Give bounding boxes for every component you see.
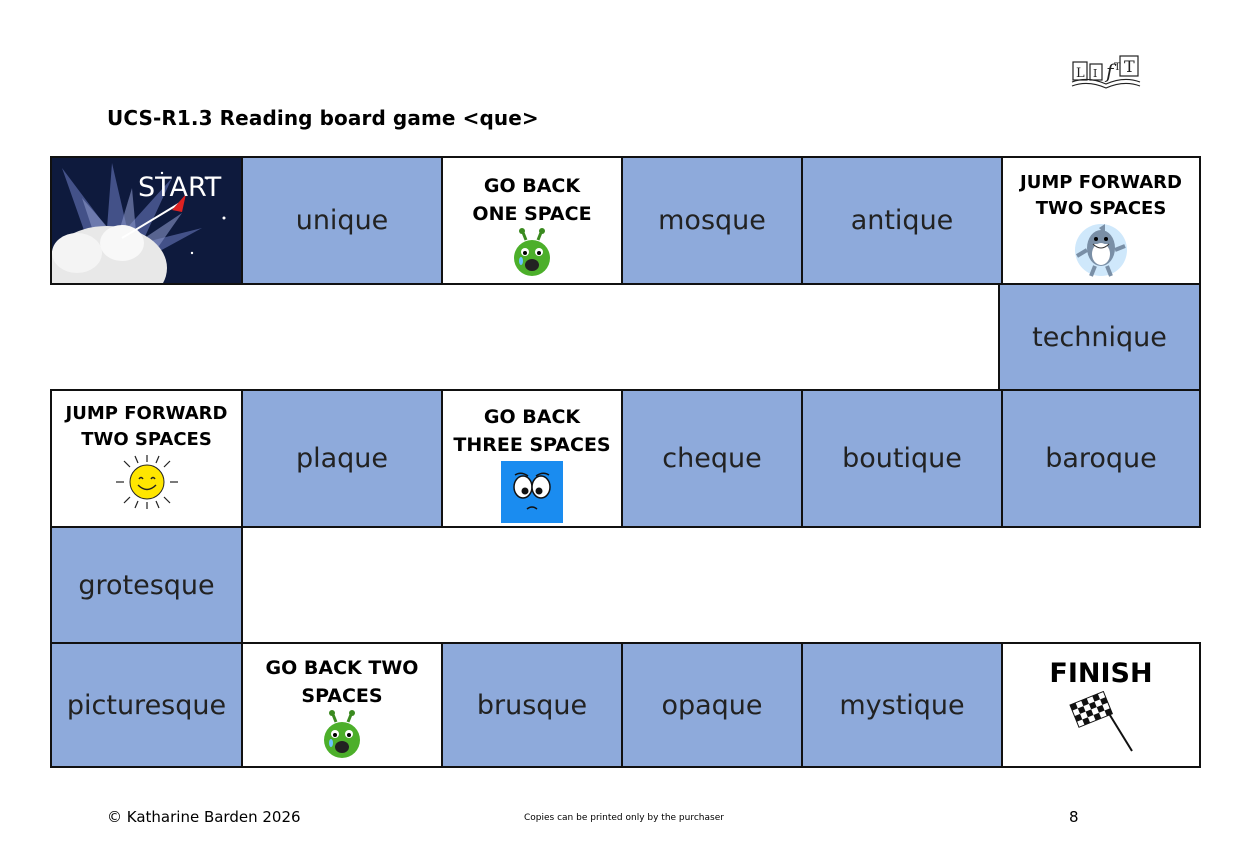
board-space-technique[interactable]: technique xyxy=(998,283,1201,391)
start-label: START xyxy=(138,172,222,203)
print-notice: Copies can be printed only by the purcha… xyxy=(524,813,724,823)
svg-text:I: I xyxy=(1093,67,1097,80)
space-word: picturesque xyxy=(66,689,227,721)
board-space-grotesque[interactable]: grotesque xyxy=(50,526,243,644)
page-number: 8 xyxy=(1069,808,1079,826)
start-space[interactable]: START xyxy=(52,158,243,283)
checkered-flag-icon xyxy=(1069,691,1133,752)
space-word: opaque xyxy=(661,689,763,721)
instruction-text: GO BACK TWO SPACES xyxy=(265,657,419,707)
board-space-plaque[interactable]: plaque xyxy=(243,391,443,526)
board-space-baroque[interactable]: baroque xyxy=(1003,391,1199,526)
space-word: grotesque xyxy=(78,569,215,601)
board-space-cheque[interactable]: cheque xyxy=(623,391,803,526)
space-word: baroque xyxy=(1045,443,1157,474)
rocket-launch-icon xyxy=(52,158,241,283)
board-space-go-back-three[interactable]: GO BACK THREE SPACES xyxy=(443,391,623,526)
space-word: boutique xyxy=(842,443,962,474)
space-word: unique xyxy=(295,205,389,236)
board-row-5: picturesque GO BACK TWO SPACES brusque xyxy=(50,642,1201,768)
space-word: mystique xyxy=(839,689,965,721)
instruction-text: JUMP FORWARD TWO SPACES xyxy=(65,403,228,450)
board-row-1: START unique GO BACK ONE SPACE mosque xyxy=(50,156,1201,285)
instruction-text: GO BACK ONE SPACE xyxy=(472,175,592,225)
finish-label: FINISH xyxy=(1049,658,1153,689)
space-word: antique xyxy=(850,205,954,236)
board-space-antique[interactable]: antique xyxy=(803,158,1003,283)
space-word: plaque xyxy=(295,443,389,474)
board-space-go-back-one[interactable]: GO BACK ONE SPACE xyxy=(443,158,623,283)
finish-space[interactable]: FINISH xyxy=(1003,644,1199,766)
lift-logo: L I f T T xyxy=(1068,52,1144,92)
svg-text:L: L xyxy=(1076,66,1085,81)
board-space-opaque[interactable]: opaque xyxy=(623,644,803,766)
board-row-3: JUMP FORWARD TWO SPACES xyxy=(50,389,1201,528)
shark-icon xyxy=(1075,224,1127,277)
board-space-jump-forward-two[interactable]: JUMP FORWARD TWO SPACES xyxy=(52,391,243,526)
board-space-brusque[interactable]: brusque xyxy=(443,644,623,766)
board-space-go-back-two[interactable]: GO BACK TWO SPACES xyxy=(243,644,443,766)
copyright-text: © Katharine Barden 2026 xyxy=(107,808,301,826)
svg-text:T: T xyxy=(1124,57,1135,76)
sun-icon xyxy=(115,455,178,509)
space-word: mosque xyxy=(658,205,766,236)
instruction-text: JUMP FORWARD TWO SPACES xyxy=(1020,172,1182,219)
sad-alien-icon xyxy=(514,228,550,276)
page-title: UCS-R1.3 Reading board game <que> xyxy=(107,106,539,130)
sad-alien-icon xyxy=(324,710,360,758)
svg-text:T: T xyxy=(1114,62,1121,73)
board-space-mystique[interactable]: mystique xyxy=(803,644,1003,766)
space-word: brusque xyxy=(476,689,588,721)
instruction-text: GO BACK THREE SPACES xyxy=(453,406,611,456)
board-space-picturesque[interactable]: picturesque xyxy=(52,644,243,766)
board-space-unique[interactable]: unique xyxy=(243,158,443,283)
board-space-boutique[interactable]: boutique xyxy=(803,391,1003,526)
board-space-jump-forward-two[interactable]: JUMP FORWARD TWO SPACES xyxy=(1003,158,1199,283)
sad-face-icon xyxy=(501,461,563,523)
space-word: cheque xyxy=(662,443,762,474)
board-space-mosque[interactable]: mosque xyxy=(623,158,803,283)
space-word: technique xyxy=(1032,321,1167,353)
